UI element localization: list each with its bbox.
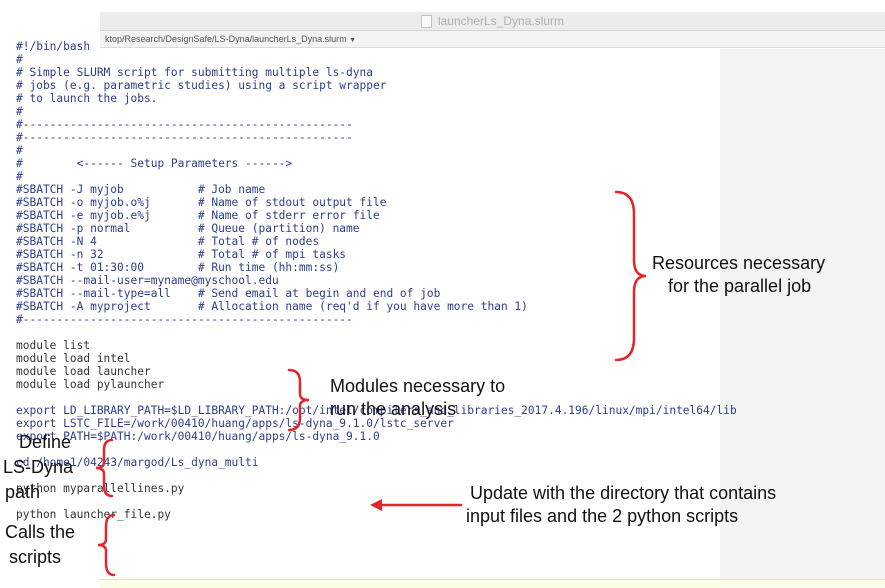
code-line [16, 469, 737, 482]
brace-calls [97, 513, 116, 577]
code-line: #SBATCH -p normal # Queue (partition) na… [16, 222, 360, 235]
code-line: #SBATCH -o myjob.o%j # Name of stdout ou… [16, 196, 387, 209]
code-line: module load launcher [16, 365, 151, 378]
code-text[interactable]: #!/bin/bash## Simple SLURM script for su… [16, 40, 737, 521]
code-line: #SBATCH -A myproject # Allocation name (… [16, 300, 528, 313]
chevron-down-icon[interactable]: ▼ [349, 37, 357, 44]
code-line: #---------------------------------------… [16, 313, 353, 326]
code-line: #SBATCH -e myjob.e%j # Name of stderr er… [16, 209, 380, 222]
editor-window: launcherLs_Dyna.slurm ktop/Research/Desi… [100, 12, 885, 588]
code-line: #SBATCH -n 32 # Total # of mpi tasks [16, 248, 347, 261]
code-line: # [16, 105, 23, 118]
code-line: # [16, 170, 23, 183]
code-line: #SBATCH --mail-type=all # Send email at … [16, 287, 441, 300]
window-title: launcherLs_Dyna.slurm [437, 14, 565, 28]
annotation-resources: Resources necessary for the parallel job [652, 253, 826, 296]
document-icon [420, 14, 432, 28]
code-editor[interactable] [100, 49, 721, 579]
code-line: # [16, 144, 23, 157]
code-line: #SBATCH --mail-user=myname@myschool.edu [16, 274, 279, 287]
brace-modules [287, 368, 310, 432]
code-line: # jobs (e.g. parametric studies) using a… [16, 79, 387, 92]
annotation-define: Define LS-Dyna path [3, 432, 74, 502]
brace-define [95, 438, 114, 498]
code-line: #---------------------------------------… [16, 118, 353, 131]
code-line [16, 443, 737, 456]
code-line: export LD_LIBRARY_PATH=$LD_LIBRARY_PATH:… [16, 404, 737, 417]
annotation-update: Update with the directory that contains … [466, 483, 777, 526]
title-bar: launcherLs_Dyna.slurm [100, 12, 885, 31]
code-line: # <------ Setup Parameters ------> [16, 157, 293, 170]
code-line: module load pylauncher [16, 378, 165, 391]
code-line: module list [16, 339, 91, 352]
code-line: export LSTC_FILE=/work/00410/huang/apps/… [16, 417, 454, 430]
annotation-modules: Modules necessary to run the analysis [330, 376, 506, 419]
code-line: #---------------------------------------… [16, 131, 353, 144]
path-bar[interactable]: ktop/Research/DesignSafe/LS-Dyna/launche… [100, 31, 885, 48]
brace-resources [614, 190, 647, 362]
editor-side-gutter [720, 49, 885, 579]
code-line: # to launch the jobs. [16, 92, 158, 105]
annotation-calls: Calls the scripts [5, 522, 76, 567]
code-line: cd /home1/04243/margod/Ls_dyna_multi [16, 456, 259, 469]
file-path: ktop/Research/DesignSafe/LS-Dyna/launche… [105, 34, 347, 44]
code-line: python myparallellines.py [16, 482, 185, 495]
arrow-to-cd [370, 499, 462, 511]
code-line: export PATH=$PATH:/work/00410/huang/apps… [16, 430, 380, 443]
code-line: # Simple SLURM script for submitting mul… [16, 66, 373, 79]
code-line: python launcher_file.py [16, 508, 171, 521]
code-line: #SBATCH -t 01:30:00 # Run time (hh:mm:ss… [16, 261, 340, 274]
code-line: #SBATCH -N 4 # Total # of nodes [16, 235, 320, 248]
code-line: #!/bin/bash [16, 40, 91, 53]
code-line: # [16, 53, 23, 66]
status-strip [100, 579, 885, 588]
code-line: #SBATCH -J myjob # Job name [16, 183, 266, 196]
code-line: module load intel [16, 352, 131, 365]
